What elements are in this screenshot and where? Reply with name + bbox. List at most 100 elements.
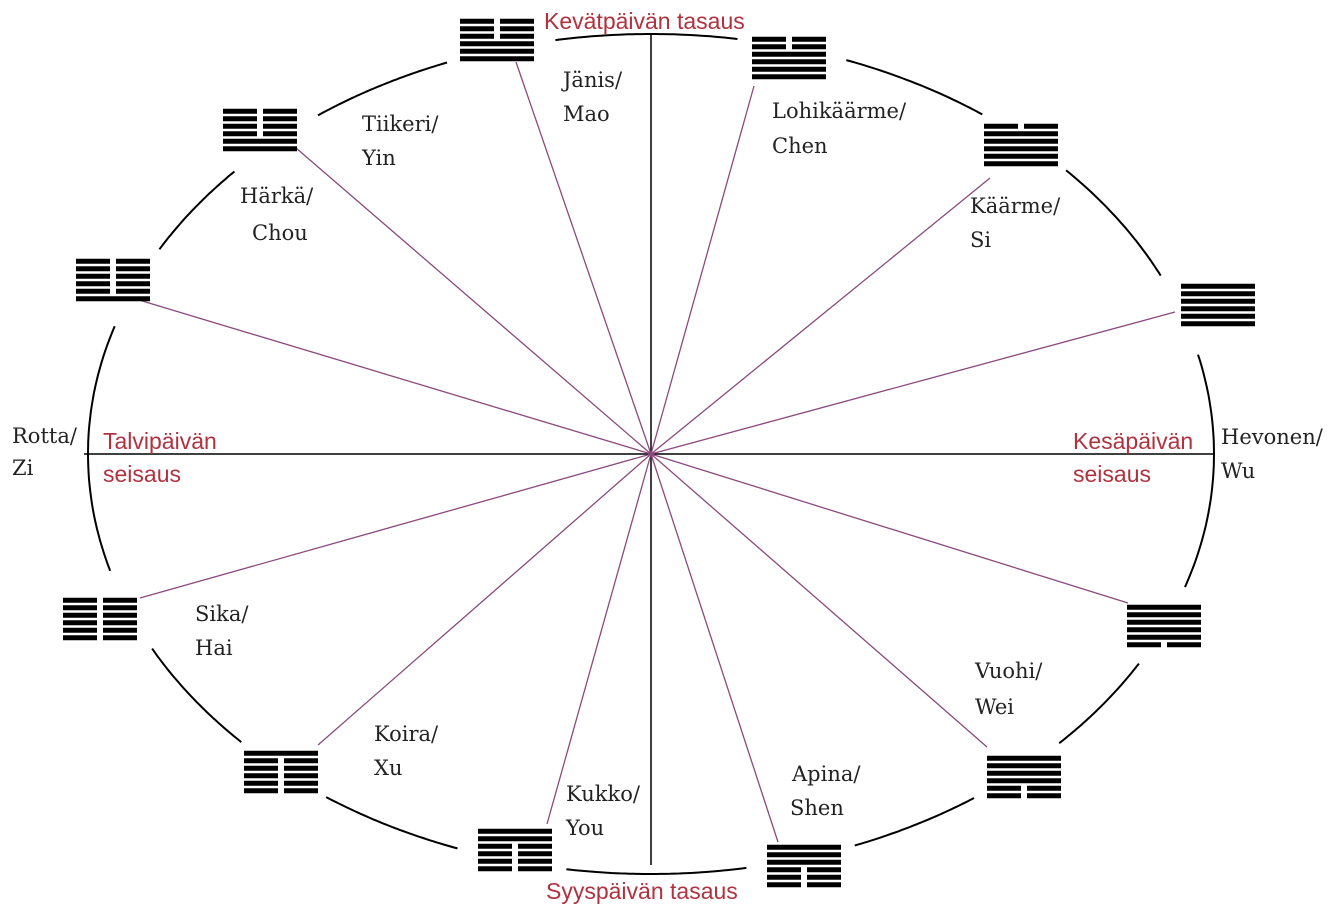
yang-line [223,138,297,144]
yin-line-segment [478,866,512,872]
yin-line-segment [244,765,278,771]
circle-arc [86,325,116,572]
yin-line-segment [478,851,512,857]
yin-line-segment [767,867,801,873]
horse-label-line1: Hevonen/ [1221,425,1323,449]
dragon-label-line2: Chen [772,134,828,158]
hexagram-lin [223,108,297,152]
yin-line-segment [263,108,297,114]
yang-line [1127,634,1201,640]
yin-line-segment [263,131,297,137]
yin-line-segment [807,874,841,880]
yin-line-segment [63,627,97,633]
circle-arc [1058,662,1140,744]
yang-line [1181,306,1255,312]
yin-line-segment [1027,793,1061,799]
autumn-equinox-label: Syyspäivän tasaus [546,878,738,904]
spoke-line [546,453,652,825]
yin-line-segment [767,874,801,880]
yin-line-segment [63,612,97,618]
spoke-line [295,147,652,455]
yin-line-segment [63,597,97,603]
yin-line-segment [76,288,110,294]
yin-line-segment [63,605,97,611]
yang-line [1181,283,1255,289]
rat-label-line2: Zi [12,456,34,480]
yang-line [752,74,826,80]
yin-line-segment [63,635,97,641]
yin-line-segment [500,18,534,24]
yang-line [1181,321,1255,327]
hexagram-tai [460,18,534,62]
yin-line-segment [1127,642,1161,648]
yang-line [1127,619,1201,625]
monkey-label-line2: Shen [790,796,844,820]
circle-arc [1184,354,1216,588]
yin-line-segment [103,627,137,633]
hexagram-dun [987,755,1061,799]
yin-line-segment [284,788,318,794]
yin-line-segment [1024,123,1058,129]
yin-line-segment [284,773,318,779]
yin-line-segment [518,866,552,872]
rat-label-line1: Rotta/ [12,424,77,448]
goat-label-line2: Wei [975,695,1015,719]
circle-arc [555,33,738,42]
yin-line-segment [284,758,318,764]
spring-equinox-label: Kevätpäivän tasaus [544,8,745,34]
summer-solstice-label-line2: seisaus [1073,461,1151,487]
rooster-label-line2: You [566,816,605,840]
yin-line-segment [460,33,494,39]
yang-line [984,138,1058,144]
rooster-label-line1: Kukko/ [566,782,640,806]
yang-line [460,41,534,47]
yin-line-segment [103,620,137,626]
yin-line-segment [116,281,150,287]
yin-line-segment [284,780,318,786]
yin-line-segment [103,635,137,641]
yin-line-segment [244,773,278,779]
snake-label-line1: Käärme/ [970,194,1061,218]
circle-outline [86,33,1216,875]
circle-arc [566,866,747,875]
dog-label-line1: Koira/ [374,722,439,746]
yin-line-segment [1027,785,1061,791]
circle-arc [1065,169,1162,277]
yin-line-segment [116,266,150,272]
yin-line-segment [76,273,110,279]
spoke-line [650,453,1129,604]
yang-line [767,852,841,858]
yin-line-segment [244,758,278,764]
yang-line [244,750,318,756]
yang-line [752,51,826,57]
yin-line-segment [752,36,786,42]
yin-line-segment [807,867,841,873]
yang-line [478,836,552,842]
yin-line-segment [284,765,318,771]
yin-line-segment [76,258,110,264]
horse-label-line2: Wu [1221,459,1256,483]
yin-line-segment [244,788,278,794]
ox-label-line1: Härkä/ [240,184,314,208]
yin-line-segment [223,131,257,137]
yin-line-segment [518,851,552,857]
yin-line-segment [518,843,552,849]
circle-arc [317,61,448,117]
yang-line [752,66,826,72]
yang-line [984,153,1058,159]
spoke-line [128,296,652,455]
spoke-line [515,61,652,455]
yang-line [767,859,841,865]
yin-line-segment [792,44,826,50]
circle-arc [158,170,236,250]
yang-line [984,161,1058,167]
goat-label-line1: Vuohi/ [975,659,1043,683]
spoke-line [317,453,652,746]
summer-solstice-label-line1: Kesäpäivän [1073,428,1194,454]
spokes [128,61,1176,843]
hexagram-fu [76,258,150,302]
yin-line-segment [223,116,257,122]
hexagram-guai [984,123,1058,167]
circle-arc [854,797,975,847]
